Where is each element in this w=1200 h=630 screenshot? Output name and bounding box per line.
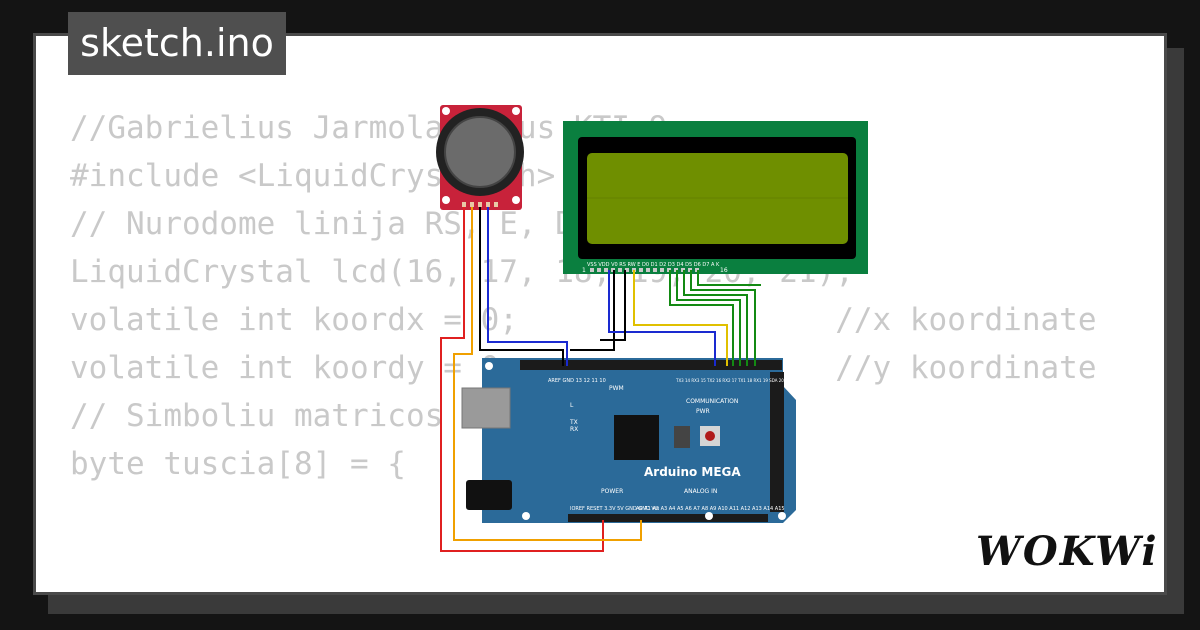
wire-blue-joystick [487,207,568,366]
pwr-label: PWR [696,408,710,415]
arduino-mega-board[interactable]: Arduino MEGA PWM COMMUNICATION POWER ANA… [461,358,799,523]
wire-black-lcd-2 [600,270,626,341]
lcd-pin-labels: VSS VDD V0 RS RW E D0 D1 D2 D3 D4 D5 D6 … [587,262,720,268]
wire-red [440,207,604,552]
joystick-module[interactable] [436,105,524,210]
led-l-label: L [570,402,574,409]
pwm-label: PWM [609,385,624,392]
lcd-pin-last: 16 [720,267,728,274]
wire-green-2 [676,270,741,366]
code-line: // Simboliu matricos [70,398,444,434]
code-line: LiquidCrystal lcd(16, 17, 18, 19, 20, 21… [70,254,854,290]
wokwi-logo: WOKWi [976,528,1159,575]
lcd-display[interactable]: 1 VSS VDD V0 RS RW E D0 D1 D2 D3 D4 D5 D… [563,121,868,274]
top-pins-left: AREF GND 13 12 11 10 [548,378,606,384]
wire-green-4 [690,270,756,366]
lcd-pin-first: 1 [582,267,586,274]
wire-yellow-lcd [633,270,728,366]
analog-label: ANALOG IN [684,488,717,495]
power-pins: IOREF RESET 3.3V 5V GND GND Vin [570,506,659,512]
power-label: POWER [601,488,623,495]
led-tx-label: TX [569,419,578,426]
wire-blue-lcd [608,270,716,366]
led-rx-label: RX [570,426,578,433]
wire-green-5 [697,270,761,286]
code-line: volatile int koordx = 0; //x koordinate [70,302,1097,338]
file-name-tab[interactable]: sketch.ino [68,12,286,75]
analog-pins: A0 A1 A2 A3 A4 A5 A6 A7 A8 A9 A10 A11 A1… [636,506,785,512]
wires [440,207,761,552]
code-line: byte tuscia[8] = { [70,446,406,482]
wire-black-lcd [570,270,615,351]
top-pins-right: TX3 14 RX3 15 TX2 16 RX2 17 TX1 18 RX1 1… [675,378,799,383]
board-name: Arduino MEGA [644,465,741,479]
communication-label: COMMUNICATION [686,398,738,405]
wire-green-1 [669,270,734,366]
wire-green-3 [683,270,748,366]
wire-orange [453,207,642,541]
wire-black-joystick [479,207,564,366]
